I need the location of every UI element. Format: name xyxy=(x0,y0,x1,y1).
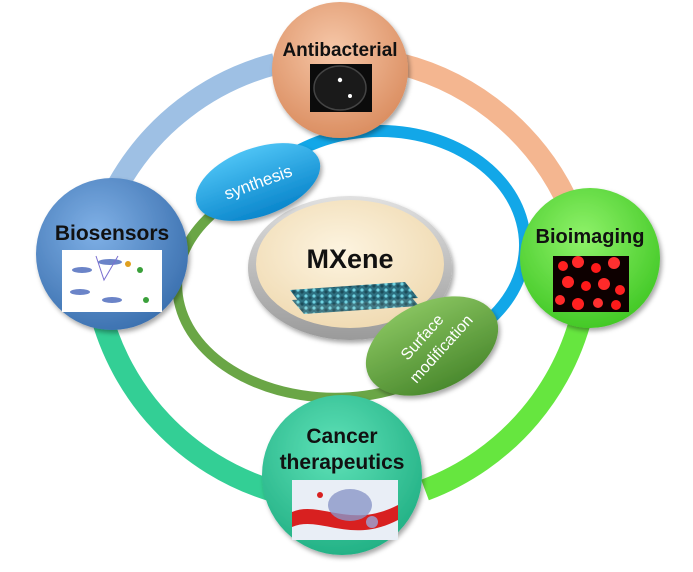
cancer-label-line1: Cancer xyxy=(306,425,377,448)
ring-segment-bioimaging-cancer xyxy=(421,297,596,501)
bioimaging-cells-image xyxy=(553,256,629,312)
cancer-therapy-image xyxy=(292,480,398,540)
ring-segment-cancer-biosensors xyxy=(89,307,274,501)
center-title: MXene xyxy=(306,244,393,274)
surface-modification-pill xyxy=(365,296,499,396)
outer-ring xyxy=(89,53,596,501)
biosensors-schematic-image xyxy=(62,250,162,312)
antibacterial-petri-image xyxy=(310,64,372,112)
cancer-label-line2: therapeutics xyxy=(280,451,405,474)
ring-segment-biosensors-antibacterial xyxy=(108,53,278,191)
bioimaging-label: Bioimaging xyxy=(536,226,645,248)
antibacterial-label: Antibacterial xyxy=(282,40,397,61)
mxene-lattice-image xyxy=(290,282,419,314)
ring-segment-antibacterial-bioimaging xyxy=(397,53,586,224)
synthesis-pill xyxy=(195,143,321,221)
biosensors-label: Biosensors xyxy=(55,222,169,245)
